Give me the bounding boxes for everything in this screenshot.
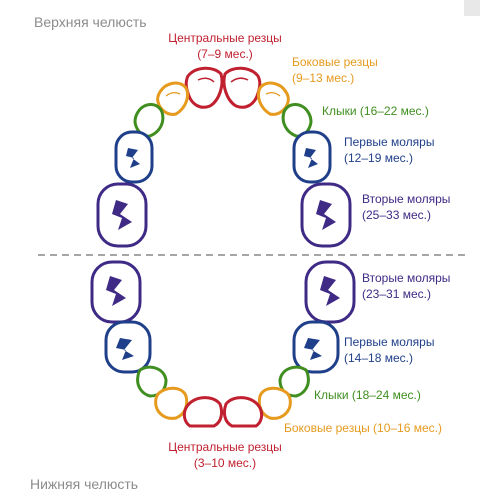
lower-lateral-incisors-name: Боковые резцы (10–16 мес.)	[284, 421, 442, 435]
corner-mark	[464, 0, 480, 16]
upper-canines-label: Клыки (16–22 мес.)	[322, 103, 429, 119]
lower-first-molars-period: (14–18 мес.)	[344, 351, 413, 365]
upper-lateral-incisors-name: Боковые резцы	[292, 55, 378, 69]
lower-lateral-incisors-label: Боковые резцы (10–16 мес.)	[284, 420, 442, 436]
upper-central-incisor-right	[222, 66, 262, 109]
lower-lateral-incisor-right	[257, 386, 292, 420]
upper-first-molar-left	[114, 130, 154, 184]
upper-canines-name: Клыки (16–22 мес.)	[322, 104, 429, 118]
lower-central-incisors-name: Центральные резцы	[168, 440, 282, 454]
upper-central-incisors-name: Центральные резцы	[168, 31, 282, 45]
upper-central-incisor-left	[184, 66, 224, 109]
lower-canine-left	[136, 365, 168, 398]
lower-central-incisor-right	[222, 396, 264, 428]
lower-canines-label: Клыки (18–24 мес.)	[314, 387, 421, 403]
upper-central-incisors-period: (7–9 мес.)	[197, 47, 253, 61]
upper-lateral-incisors-period: (9–13 мес.)	[292, 71, 355, 85]
upper-central-incisors-label: Центральные резцы (7–9 мес.)	[160, 30, 290, 62]
lower-second-molars-period: (23–31 мес.)	[362, 287, 431, 301]
upper-lateral-incisor-left	[156, 81, 190, 116]
lower-canines-name: Клыки (18–24 мес.)	[314, 388, 421, 402]
lower-lateral-incisor-left	[154, 386, 189, 420]
upper-second-molar-right	[300, 182, 352, 248]
lower-central-incisor-left	[182, 396, 224, 428]
lower-central-incisors-period: (3–10 мес.)	[193, 456, 257, 470]
upper-canine-left	[133, 103, 165, 138]
lower-jaw-title: Нижняя челюсть	[30, 476, 139, 492]
upper-second-molars-period: (25–33 мес.)	[362, 208, 431, 222]
upper-jaw-title: Верхняя челюсть	[34, 14, 147, 30]
upper-jaw-teeth	[96, 66, 352, 248]
upper-first-molars-name: Первые моляры	[344, 135, 435, 149]
upper-second-molars-label: Вторые моляры (25–33 мес.)	[362, 191, 450, 223]
lower-first-molar-left	[104, 320, 152, 374]
lower-first-molar-right	[292, 320, 340, 374]
upper-first-molars-label: Первые моляры (12–19 мес.)	[344, 134, 434, 166]
upper-lateral-incisor-right	[256, 81, 290, 116]
lower-first-molars-name: Первые моляры	[344, 335, 435, 349]
lower-first-molars-label: Первые моляры (14–18 мес.)	[344, 334, 434, 366]
lower-jaw-teeth	[90, 260, 356, 428]
upper-second-molar-left	[96, 182, 148, 248]
upper-lateral-incisors-label: Боковые резцы (9–13 мес.)	[292, 54, 378, 86]
lower-second-molars-name: Вторые моляры	[362, 271, 451, 285]
lower-second-molars-label: Вторые моляры (23–31 мес.)	[362, 270, 450, 302]
upper-first-molars-period: (12–19 мес.)	[344, 151, 413, 165]
lower-central-incisors-label: Центральные резцы (3–10 мес.)	[150, 439, 300, 471]
upper-first-molar-right	[292, 130, 332, 184]
upper-canine-right	[281, 103, 313, 138]
upper-second-molars-name: Вторые моляры	[362, 192, 451, 206]
